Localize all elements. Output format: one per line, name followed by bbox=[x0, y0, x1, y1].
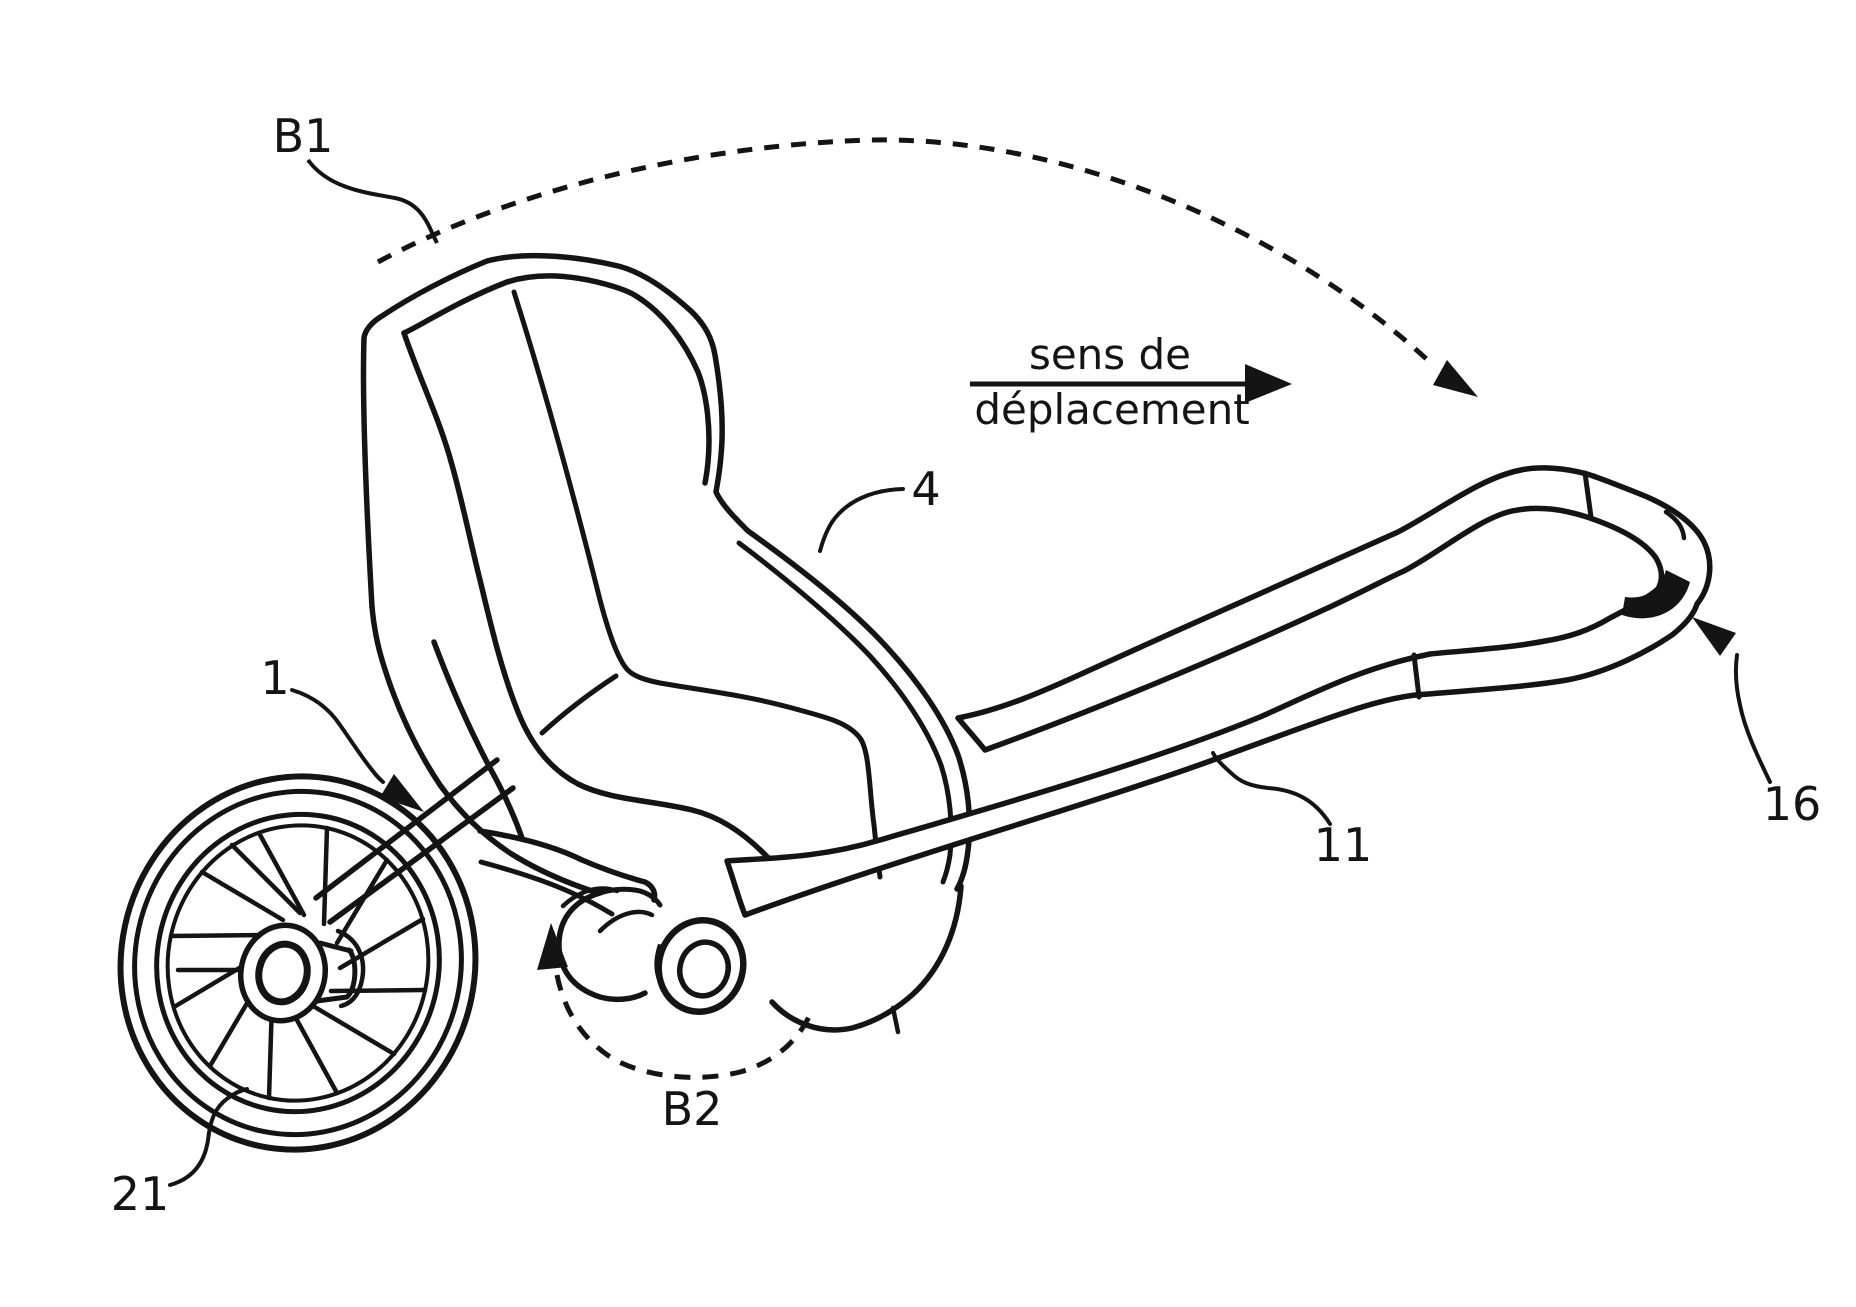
seat-v-seam bbox=[539, 673, 619, 736]
direction-line1: sens de bbox=[1029, 330, 1191, 379]
leader-21 bbox=[168, 1087, 249, 1187]
seat-lower-left bbox=[369, 604, 601, 896]
b2-pivot-arc bbox=[537, 923, 815, 1080]
pivot-bracket bbox=[556, 886, 747, 1015]
leader-1 bbox=[290, 688, 385, 784]
b1-leader bbox=[306, 158, 439, 244]
reference-labels: B1 1 4 11 16 21 B2 bbox=[111, 109, 1822, 1221]
seat-right-inner bbox=[736, 540, 954, 885]
wheel bbox=[117, 773, 479, 1153]
pivot-ring-inner bbox=[677, 939, 731, 999]
direction-arrowhead-icon bbox=[1245, 364, 1292, 403]
label-21: 21 bbox=[111, 1167, 170, 1221]
direction-line2: déplacement bbox=[974, 385, 1249, 434]
label-1: 1 bbox=[260, 651, 289, 705]
direction-annotation: sens de déplacement bbox=[970, 330, 1292, 434]
handlebar-assembly bbox=[724, 465, 1713, 918]
pivot-ring-outer bbox=[655, 917, 747, 1015]
seat-pan-corner bbox=[769, 883, 964, 1033]
leader-16 bbox=[1734, 653, 1772, 784]
seat-seam bbox=[511, 289, 883, 880]
label-11: 11 bbox=[1314, 818, 1373, 872]
handlebar-silhouette bbox=[724, 465, 1713, 918]
wheel-fork bbox=[313, 757, 516, 925]
seat-outer-shell bbox=[360, 252, 973, 892]
label-16: 16 bbox=[1763, 777, 1822, 831]
leader-1-arrowhead-icon bbox=[380, 774, 424, 812]
handle-end-cap bbox=[1622, 570, 1690, 619]
b1-motion-arc bbox=[306, 137, 1478, 397]
leader-11 bbox=[1211, 751, 1332, 826]
seat bbox=[360, 252, 973, 1035]
grip-tick-lower bbox=[1411, 652, 1422, 700]
leader-4 bbox=[818, 487, 905, 553]
label-b1: B1 bbox=[273, 109, 334, 163]
reference-leaders bbox=[168, 487, 1772, 1187]
seat-pan-edge-1 bbox=[477, 828, 658, 903]
seat-bucket-edge bbox=[401, 330, 793, 895]
wheel-hub bbox=[237, 922, 366, 1024]
seat-inner-rim bbox=[401, 273, 712, 486]
seat-pan-edge-2 bbox=[478, 859, 615, 917]
grip-tick-upper bbox=[1582, 470, 1594, 520]
handle-end-cap-line bbox=[1663, 509, 1687, 541]
seat-shell-line bbox=[431, 639, 525, 841]
b1-arrowhead-icon bbox=[1433, 360, 1478, 397]
label-4: 4 bbox=[911, 462, 940, 516]
label-b2: B2 bbox=[662, 1082, 723, 1136]
leader-16-arrowhead-icon bbox=[1692, 617, 1736, 656]
b2-arrowhead-icon bbox=[537, 923, 568, 970]
